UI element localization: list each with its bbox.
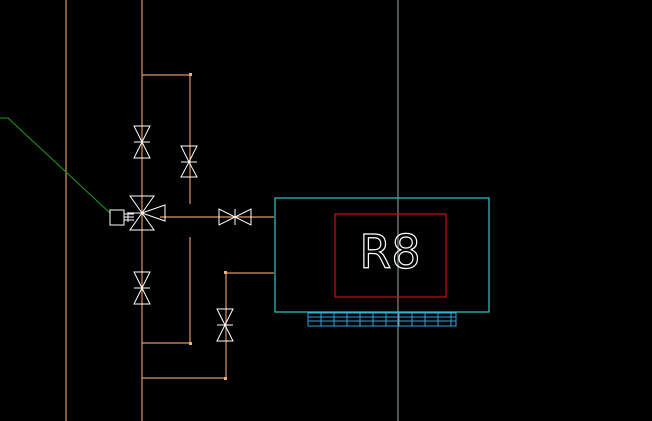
tag-box: [334, 213, 447, 298]
three-way-valve-icon: [128, 195, 166, 231]
equipment-tag: R8: [359, 225, 420, 279]
pipe-end-marker-icon: [224, 271, 227, 274]
gate-valve-icon: [180, 145, 198, 178]
pipe-end-marker-icon: [189, 342, 192, 345]
gate-valve-icon: [133, 125, 151, 159]
pipe-end-marker-icon: [224, 377, 227, 380]
signal-line: [0, 117, 111, 214]
pipe-end-markers: [189, 73, 227, 380]
gate-valve-icon: [218, 208, 252, 226]
equipment-outline: [274, 197, 490, 313]
valves: [109, 125, 252, 342]
actuator-icon: [109, 209, 134, 226]
gate-valve-icon: [133, 271, 151, 305]
gate-valve-icon: [216, 308, 234, 342]
grid-tray: [307, 312, 457, 327]
pipe-end-marker-icon: [189, 73, 192, 76]
